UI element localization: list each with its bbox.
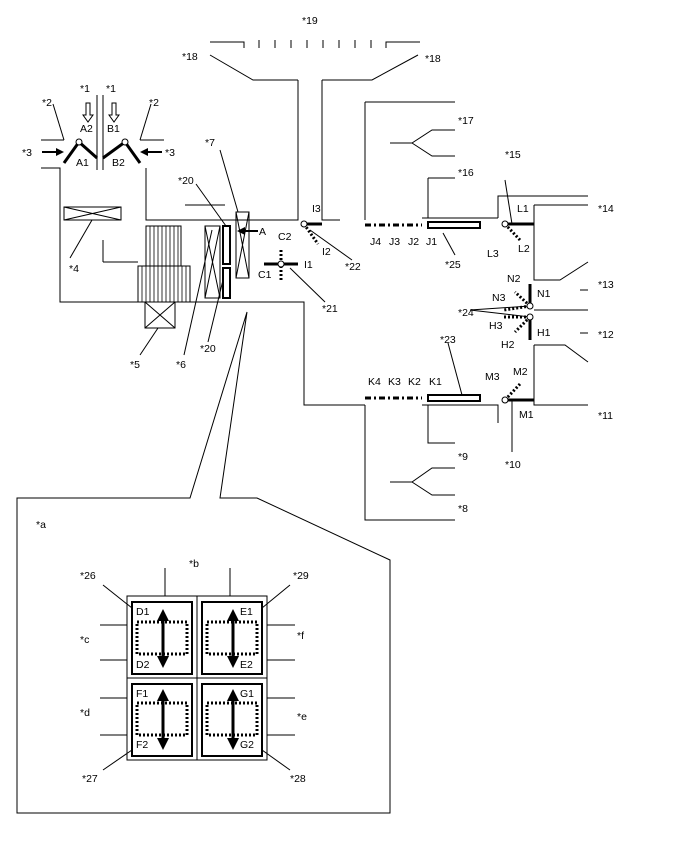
callout-c: *c	[80, 634, 89, 646]
label-l2: L2	[518, 243, 530, 255]
label-f2: F2	[136, 739, 148, 751]
callout-27: *27	[82, 773, 98, 785]
label-g2: G2	[240, 739, 254, 751]
labels: *1 *1 *2 *2 *3 *3 *4 *5 *6 *7 *8 *9 *10 …	[22, 15, 614, 785]
label-a2: A2	[80, 123, 93, 135]
callout-18b: *18	[425, 53, 441, 65]
callout-1b: *1	[106, 83, 116, 95]
label-j4: J4	[370, 236, 381, 248]
duct-outline	[41, 40, 589, 521]
label-n3: N3	[492, 292, 506, 304]
label-k2: K2	[408, 376, 421, 388]
callout-f: *f	[297, 630, 304, 642]
label-d2: D2	[136, 659, 150, 671]
label-h1: H1	[537, 327, 551, 339]
label-b1: B1	[107, 123, 120, 135]
callout-d: *d	[80, 707, 90, 719]
callout-21: *21	[322, 303, 338, 315]
label-h3: H3	[489, 320, 503, 332]
label-m1: M1	[519, 409, 534, 421]
callout-8: *8	[458, 503, 468, 515]
callout-19: *19	[302, 15, 318, 27]
callout-26: *26	[80, 570, 96, 582]
label-k3: K3	[388, 376, 401, 388]
callout-25: *25	[445, 259, 461, 271]
callout-16: *16	[458, 167, 474, 179]
label-b2: B2	[112, 157, 125, 169]
label-g1: G1	[240, 688, 254, 700]
label-l1: L1	[517, 203, 529, 215]
label-m3: M3	[485, 371, 500, 383]
callout-b: *b	[189, 558, 199, 570]
label-j3: J3	[389, 236, 400, 248]
callout-2a: *2	[42, 97, 52, 109]
label-j1: J1	[426, 236, 437, 248]
callout-14: *14	[598, 203, 614, 215]
callout-12: *12	[598, 329, 614, 341]
leader-lines	[52, 103, 463, 521]
callout-6: *6	[176, 359, 186, 371]
callout-20a: *20	[178, 175, 194, 187]
callout-3b: *3	[165, 147, 175, 159]
callout-23: *23	[440, 334, 456, 346]
label-i1: I1	[304, 259, 313, 271]
label-e2: E2	[240, 659, 253, 671]
label-n1: N1	[537, 288, 551, 300]
label-l3: L3	[487, 248, 499, 260]
callout-24: *24	[458, 307, 474, 319]
label-n2: N2	[507, 273, 521, 285]
detail-callout	[16, 311, 391, 814]
callout-a: *a	[36, 519, 46, 531]
label-m2: M2	[513, 366, 528, 378]
label-a: A	[259, 226, 266, 238]
callout-2b: *2	[149, 97, 159, 109]
callout-29: *29	[293, 570, 309, 582]
label-f1: F1	[136, 688, 148, 700]
callout-15: *15	[505, 149, 521, 161]
label-k1: K1	[429, 376, 442, 388]
callout-e: *e	[297, 711, 307, 723]
inlet-doors	[42, 102, 162, 164]
callout-11: *11	[598, 410, 613, 422]
label-a1: A1	[76, 157, 89, 169]
label-c2: C2	[278, 231, 292, 243]
dampers	[264, 179, 534, 452]
callout-3a: *3	[22, 147, 32, 159]
label-i3: I3	[312, 203, 321, 215]
callout-9: *9	[458, 451, 468, 463]
callout-18a: *18	[182, 51, 198, 63]
callout-13: *13	[598, 279, 614, 291]
label-d1: D1	[136, 606, 150, 618]
callout-17: *17	[458, 115, 474, 127]
callout-10: *10	[505, 459, 521, 471]
label-j2: J2	[408, 236, 419, 248]
label-e1: E1	[240, 606, 253, 618]
core-components	[63, 206, 258, 329]
callout-4: *4	[69, 263, 79, 275]
label-h2: H2	[501, 339, 515, 351]
label-c1: C1	[258, 269, 272, 281]
callout-28: *28	[290, 773, 306, 785]
callout-7: *7	[205, 137, 215, 149]
callout-1a: *1	[80, 83, 90, 95]
callout-20b: *20	[200, 343, 216, 355]
label-k4: K4	[368, 376, 381, 388]
callout-5: *5	[130, 359, 140, 371]
callout-22: *22	[345, 261, 361, 273]
label-i2: I2	[322, 246, 331, 258]
